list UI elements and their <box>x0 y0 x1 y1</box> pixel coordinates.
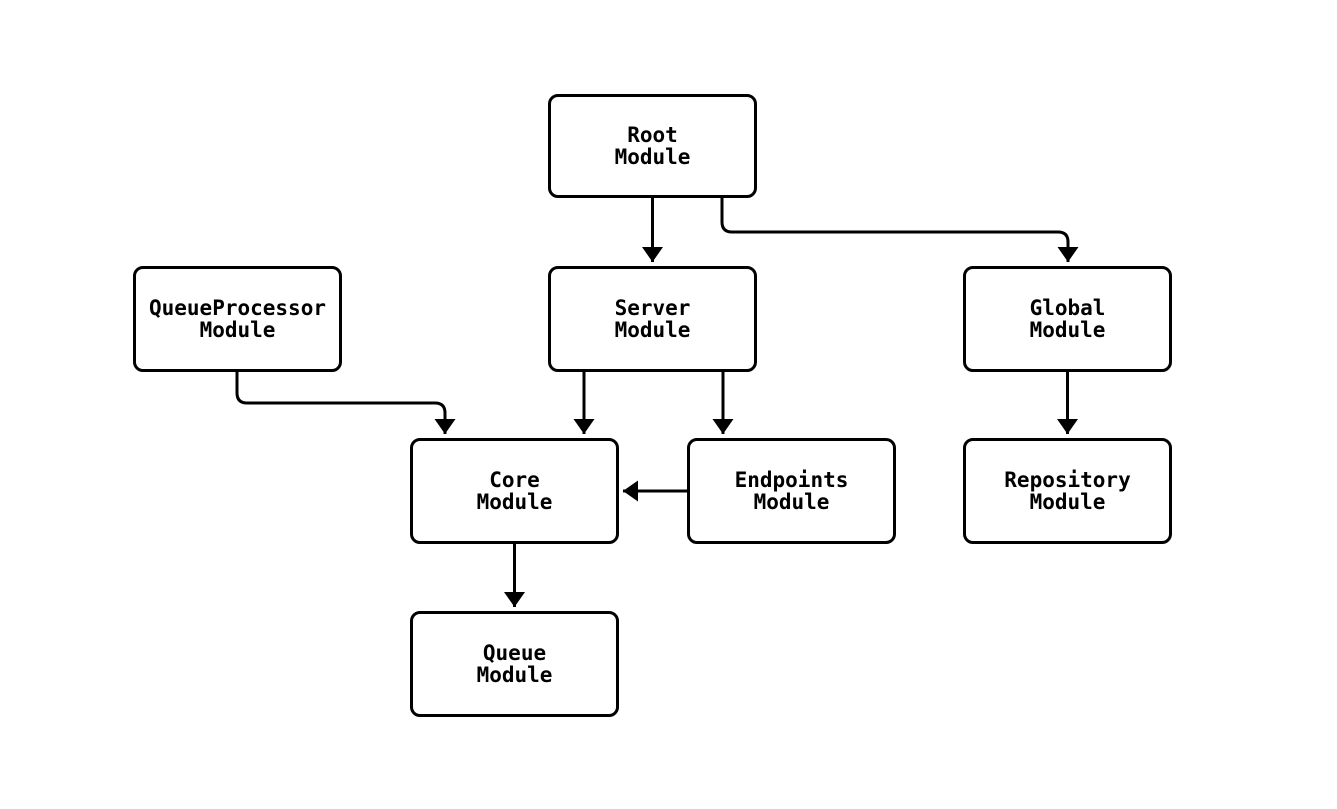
node-label-line2: Module <box>476 490 553 514</box>
node-label-line1: Repository <box>1004 468 1131 492</box>
node-label-line2: Module <box>199 318 276 342</box>
node-label-line1: Global <box>1029 296 1106 320</box>
node-server-module: Server Module <box>548 266 757 372</box>
node-label-line1: Endpoints <box>734 468 849 492</box>
node-label-line2: Module <box>614 145 691 169</box>
node-label-line2: Module <box>1029 318 1106 342</box>
node-label-line2: Module <box>476 663 553 687</box>
node-label-line1: QueueProcessor <box>148 296 326 320</box>
node-label-line2: Module <box>753 490 830 514</box>
edge-queueprocessor-to-core <box>235 372 456 434</box>
node-queue-module: Queue Module <box>410 611 619 717</box>
node-root-module: Root Module <box>548 94 757 198</box>
node-label-line1: Core <box>489 468 540 492</box>
node-repository-module: Repository Module <box>963 438 1172 544</box>
node-core-module: Core Module <box>410 438 619 544</box>
node-label-line1: Queue <box>482 641 547 665</box>
node-label-line2: Module <box>614 318 691 342</box>
node-queueprocessor-module: QueueProcessor Module <box>133 266 342 372</box>
node-label-line1: Root <box>627 123 678 147</box>
node-endpoints-module: Endpoints Module <box>687 438 896 544</box>
edge-root-to-global <box>720 198 1079 262</box>
node-label-line2: Module <box>1029 490 1106 514</box>
node-label-line1: Server <box>614 296 691 320</box>
node-global-module: Global Module <box>963 266 1172 372</box>
